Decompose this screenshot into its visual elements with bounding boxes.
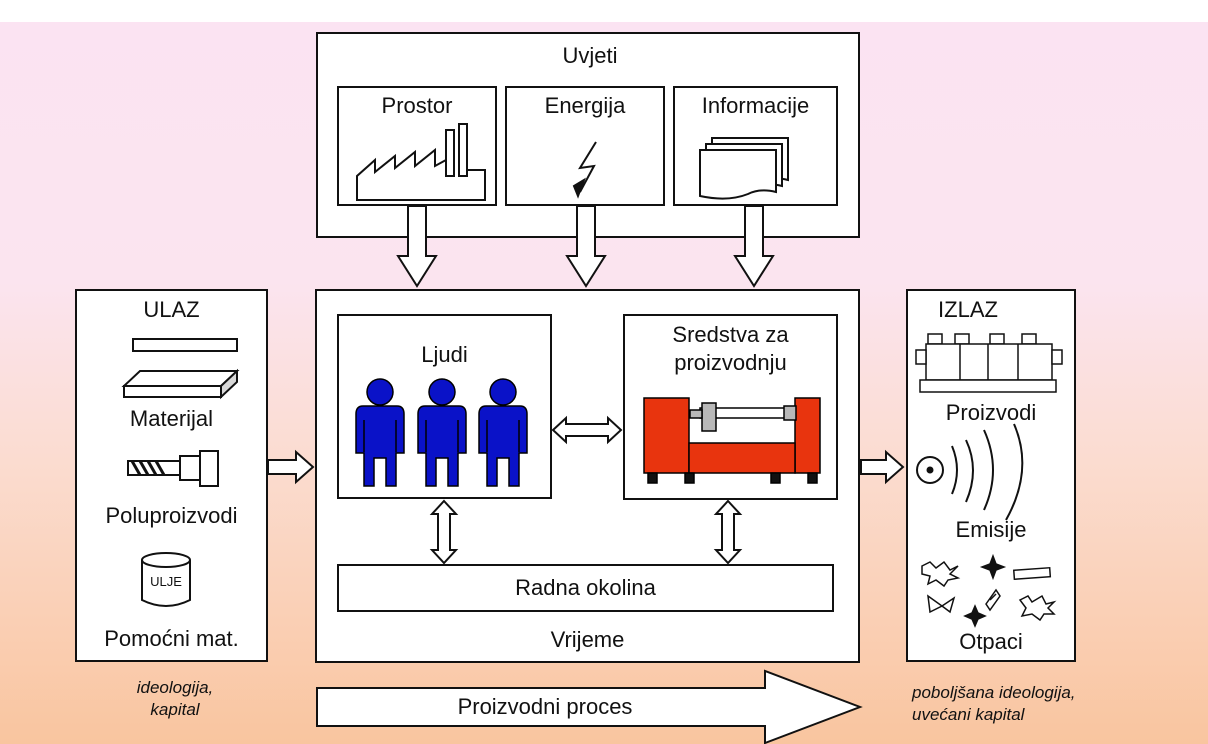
materijal-label: Materijal: [129, 406, 214, 431]
izlaz-note-line1: poboljšana ideologija,: [912, 683, 1076, 702]
lightning-icon: [572, 141, 597, 199]
arrow-down-prostor: [396, 205, 438, 288]
factory-icon: [356, 123, 486, 201]
sredstva-label-line2: proizvodnju: [674, 350, 787, 375]
ulaz-note-line2: kapital: [150, 700, 200, 719]
radna-okolina-label: Radna okolina: [515, 575, 656, 600]
vrijeme-label: Vrijeme: [550, 627, 625, 652]
machine-icon: [643, 397, 821, 484]
prostor-label: Prostor: [381, 93, 453, 118]
pomocni-label: Pomoćni mat.: [104, 626, 239, 651]
top-strip: [0, 0, 1208, 22]
ulje-label: ULJE: [150, 574, 182, 589]
arrow-input: [267, 449, 315, 485]
otpaci-label: Otpaci: [959, 629, 1023, 654]
emisije-label: Emisije: [955, 517, 1027, 542]
double-arrow-vertical-right: [713, 499, 743, 565]
informacije-label: Informacije: [701, 93, 810, 118]
ulaz-note-line1: ideologija,: [136, 678, 214, 697]
waste-icon: [921, 553, 1057, 628]
person-icon: [355, 378, 405, 487]
energija-box: [505, 86, 665, 206]
emission-icon: [916, 423, 1024, 521]
documents-icon: [699, 137, 789, 200]
izlaz-title: IZLAZ: [938, 297, 998, 322]
process-label: Proizvodni proces: [457, 694, 633, 719]
oil-drum-icon: [141, 552, 191, 607]
izlaz-note-line2: uvećani kapital: [912, 705, 1025, 724]
person-icon: [478, 378, 528, 487]
sredstva-label-line1: Sredstva za: [672, 322, 789, 347]
radna-okolina-box: [337, 564, 834, 612]
energija-label: Energija: [544, 93, 626, 118]
arrow-down-energija: [565, 205, 607, 288]
uvjeti-title: Uvjeti: [562, 43, 618, 68]
person-icon: [417, 378, 467, 487]
ulaz-title: ULAZ: [143, 297, 200, 322]
proizvodi-label: Proizvodi: [945, 400, 1037, 425]
process-arrow: [316, 669, 863, 744]
double-arrow-horizontal: [551, 415, 623, 445]
double-arrow-vertical-left: [429, 499, 459, 565]
arrow-output: [860, 449, 905, 485]
arrow-down-informacije: [733, 205, 775, 288]
bolt-semiproduct-icon: [127, 450, 219, 487]
poluproizvodi-label: Poluproizvodi: [105, 503, 238, 528]
products-icon: [915, 333, 1063, 393]
bar-material-icon: [132, 338, 238, 352]
plate-material-icon: [121, 368, 240, 400]
ljudi-label: Ljudi: [421, 342, 468, 367]
